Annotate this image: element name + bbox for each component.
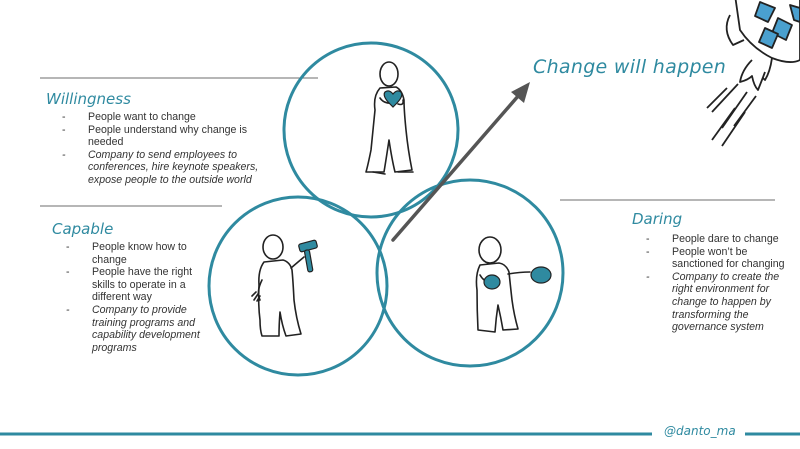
circle-willingness <box>284 43 458 217</box>
circle-capable <box>209 197 387 375</box>
figure-willingness <box>366 62 413 174</box>
section-title-daring: Daring <box>632 210 682 228</box>
list-item: People know how to change <box>66 241 214 266</box>
list-item: People have the right skills to operate … <box>66 266 214 304</box>
willingness-points: People want to change People understand … <box>62 111 272 187</box>
list-item: Company to create the right environment … <box>646 271 792 334</box>
credit-handle: @danto_ma <box>664 424 736 438</box>
list-item: Company to provide training programs and… <box>66 304 214 354</box>
list-item: People want to change <box>62 111 272 124</box>
list-item: Company to send employees to conferences… <box>62 149 263 187</box>
list-item: People dare to change <box>646 233 792 246</box>
list-item: People won’t be sanctioned for changing <box>646 246 792 271</box>
section-title-capable: Capable <box>52 220 113 238</box>
headline: Change will happen <box>533 56 726 78</box>
change-arrow <box>393 82 530 240</box>
figure-capable <box>252 235 304 336</box>
section-title-willingness: Willingness <box>46 90 131 108</box>
hammer-icon <box>298 240 317 272</box>
daring-points: People dare to change People won’t be sa… <box>646 233 792 334</box>
capable-points: People know how to change People have th… <box>66 241 214 354</box>
list-item: People understand why change is needed <box>62 124 272 149</box>
